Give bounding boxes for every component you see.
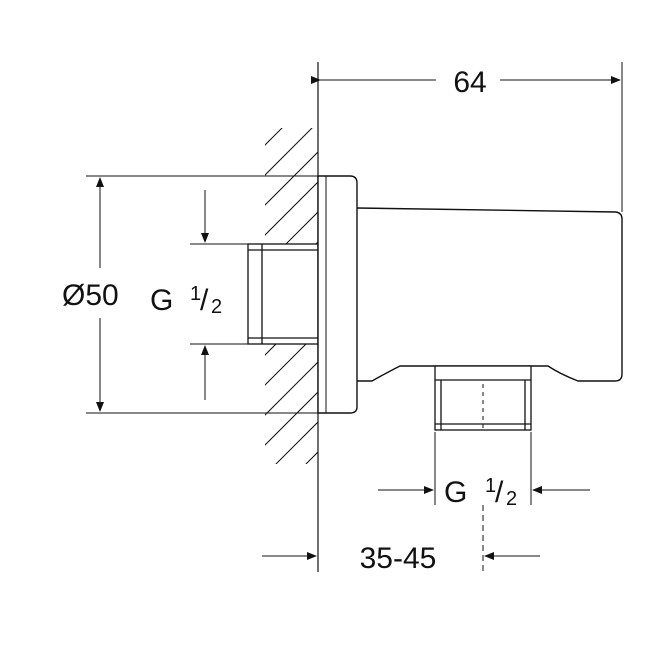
wall-flange (317, 175, 358, 414)
outlet-thread-label: G 1 / 2 (444, 466, 517, 510)
inlet-thread-separator: / (200, 284, 209, 317)
inlet-connector (247, 243, 319, 345)
outlet-thread-denominator: 2 (506, 488, 517, 510)
inlet-thread-numerator: 1 (190, 283, 201, 305)
dimension-inlet-thread (190, 190, 262, 400)
outlet-thread-separator: / (495, 476, 504, 509)
outlet-thread-prefix: G (444, 476, 467, 509)
inlet-thread-label: G 1 / 2 (150, 274, 222, 318)
dimension-outlet-thread (378, 432, 590, 505)
dimension-outlet-offset (262, 505, 540, 572)
dimension-depth (311, 62, 623, 212)
elbow-body (356, 207, 623, 382)
diameter-label: Ø50 (62, 279, 119, 312)
depth-label: 64 (453, 66, 486, 99)
outlet-thread-numerator: 1 (485, 475, 496, 497)
dimension-diameter (86, 175, 318, 414)
outlet-connector (434, 365, 532, 431)
outlet-offset-label: 35-45 (360, 542, 437, 575)
inlet-thread-prefix: G (150, 284, 173, 317)
inlet-thread-denominator: 2 (211, 296, 222, 318)
